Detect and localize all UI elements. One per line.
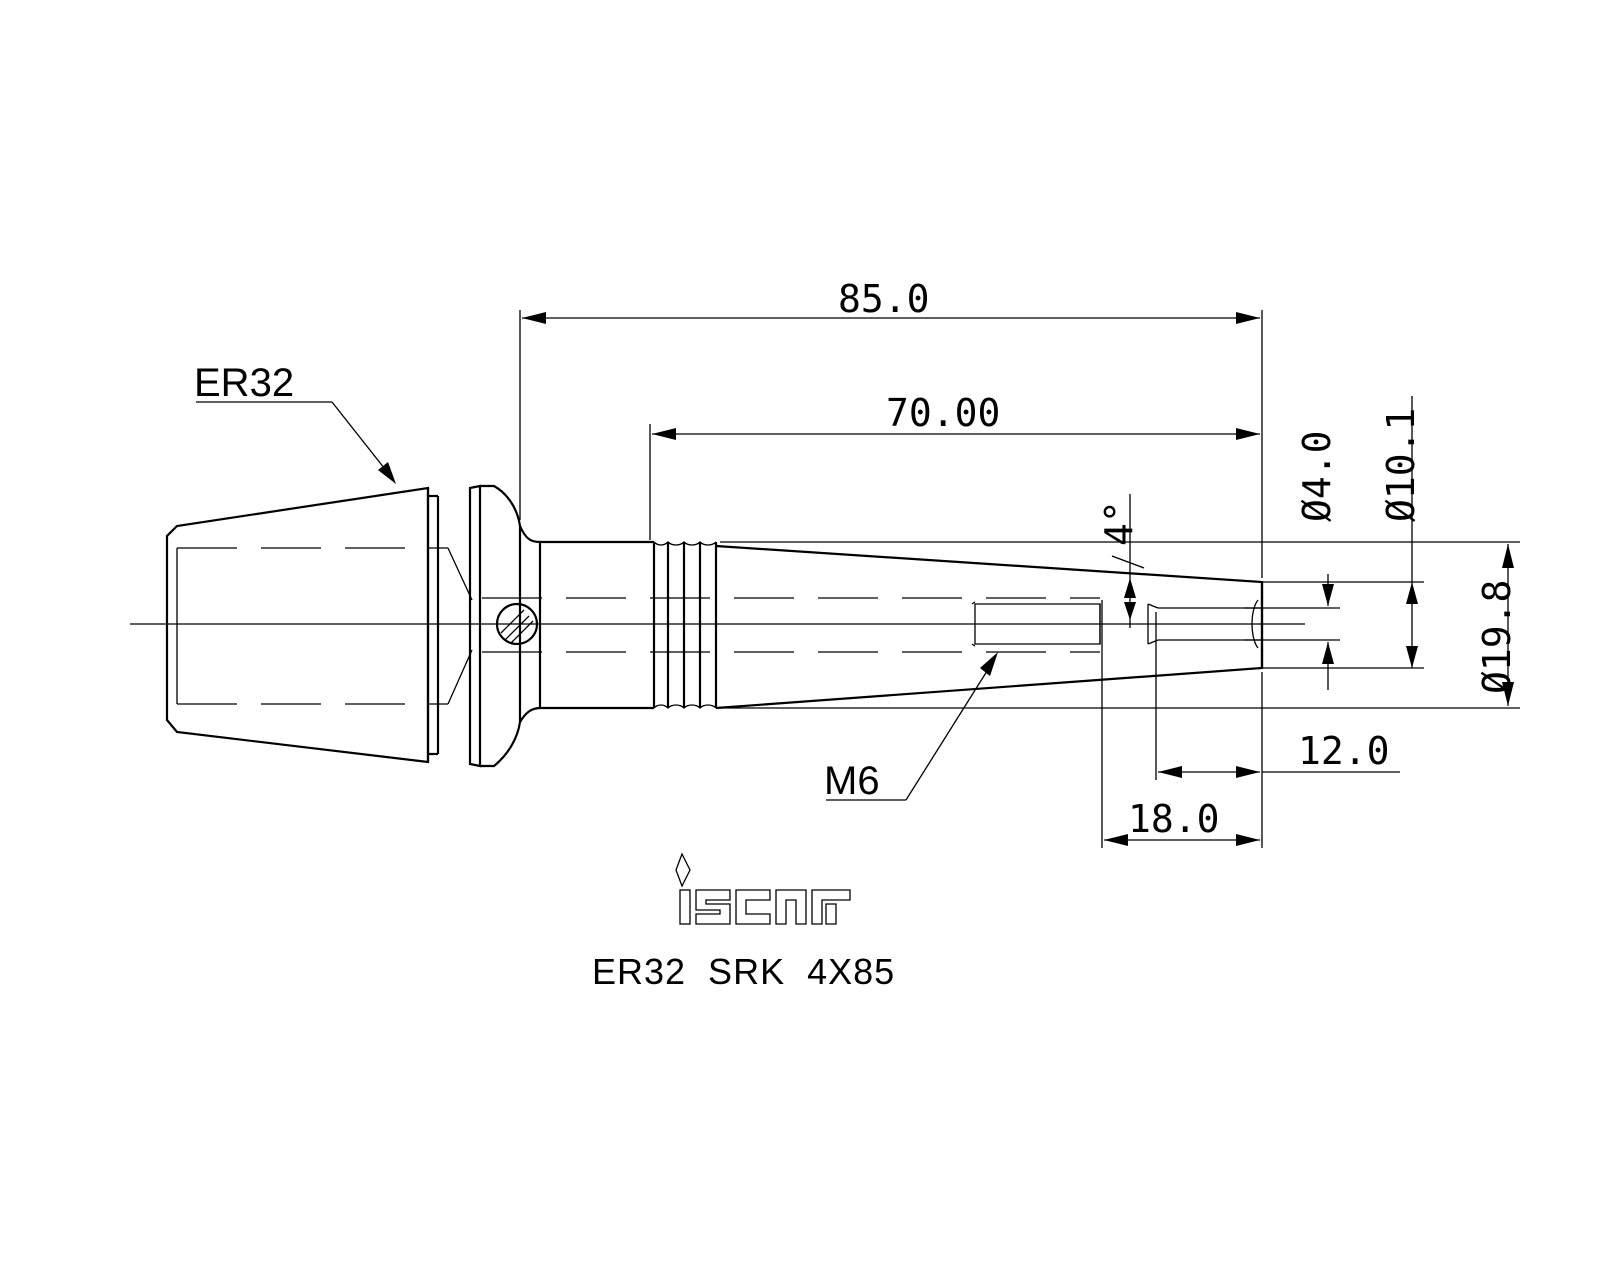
label-m6: M6 bbox=[824, 652, 998, 803]
dimension-overall-length: 85.0 bbox=[519, 277, 1263, 578]
shank bbox=[482, 525, 1264, 723]
dim-85: 85.0 bbox=[838, 277, 930, 321]
dimension-tip-diameter: Ø10.1 bbox=[1262, 396, 1424, 669]
dimension-body-diameter: Ø19.8 bbox=[720, 541, 1520, 709]
dimension-taper-length: 70.00 bbox=[649, 391, 1260, 540]
dimension-taper-angle: 4° bbox=[1097, 494, 1145, 628]
flange bbox=[468, 484, 539, 768]
collet-cone bbox=[165, 486, 473, 764]
label-er32: ER32 bbox=[194, 361, 396, 484]
dim-dia-10: Ø10.1 bbox=[1379, 408, 1423, 522]
dimension-bore-depth: 18.0 bbox=[1101, 600, 1263, 848]
dim-dia-19: Ø19.8 bbox=[1475, 580, 1519, 694]
er32-label: ER32 bbox=[194, 361, 294, 405]
dimension-tip-length: 12.0 bbox=[1155, 612, 1400, 780]
iscar-logo bbox=[675, 852, 851, 925]
part-designation: ER32 SRK 4X85 bbox=[592, 951, 895, 992]
dim-12: 12.0 bbox=[1298, 729, 1390, 773]
dim-dia-4: Ø4.0 bbox=[1295, 430, 1339, 522]
dimension-bore-diameter: Ø4.0 bbox=[1244, 430, 1340, 690]
dim-70: 70.00 bbox=[886, 391, 1000, 435]
m6-label: M6 bbox=[824, 759, 880, 803]
dim-angle: 4° bbox=[1097, 500, 1141, 546]
dim-18: 18.0 bbox=[1128, 797, 1220, 841]
